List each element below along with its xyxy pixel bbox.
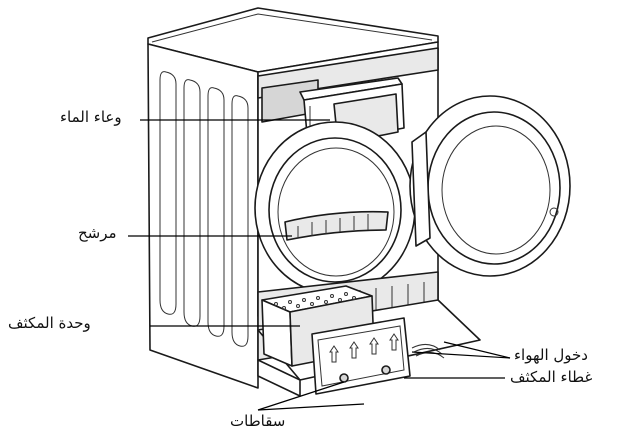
label-air-inlet: دخول الهواء [514,346,588,364]
condenser-cover [311,317,411,395]
arrow-symbols [329,333,399,363]
label-latches: سقاطات [230,412,286,430]
drum-opening [268,137,402,283]
latch-right [381,365,391,375]
door [409,95,571,277]
cabinet-top-edge [151,13,433,43]
lint-filter [284,210,389,241]
label-condenser-cover: غطاء المكثف [510,368,593,386]
leader-latch-2 [257,403,365,411]
cabinet-left-side [147,43,259,389]
label-water-tank: وعاء الماء [60,108,122,126]
side-grooves [159,71,249,347]
label-condenser-unit: وحدة المكثف [8,314,91,332]
latch-left [339,373,349,383]
label-filter: مرشح [78,224,117,242]
leader-latch-1 [257,381,345,411]
air-inlet-grille [411,344,445,359]
leader-air-inlet-1 [443,341,511,359]
leader-air-inlet-2 [411,351,511,359]
